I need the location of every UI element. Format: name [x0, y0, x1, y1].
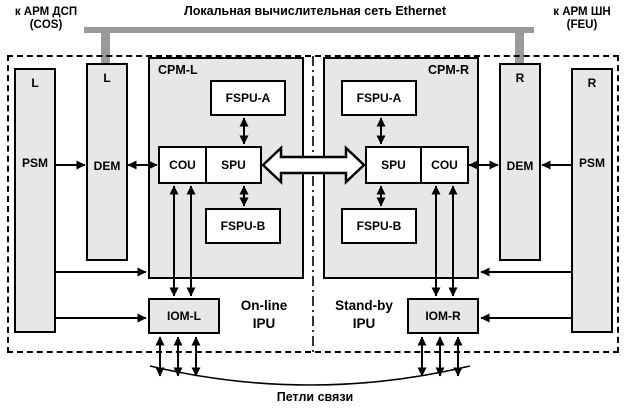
right-terminal-label: к АРМ ШН (FEU)	[541, 6, 623, 32]
psm-right-box: R PSM	[571, 68, 613, 333]
right-terminal-line2: (FEU)	[566, 19, 598, 31]
ethernet-drop-left	[101, 27, 110, 65]
iom-right-box: IOM-R	[407, 298, 479, 334]
psm-left-label: PSM	[21, 156, 48, 170]
standby-ipu-caption: Stand-by IPU	[323, 297, 405, 333]
online-ipu-caption-line1: On-line	[240, 298, 288, 313]
loops-label: Петли связи	[276, 390, 354, 404]
online-ipu-caption-line2: IPU	[252, 316, 276, 331]
left-terminal-line2: (COS)	[29, 19, 63, 31]
standby-ipu-caption-line2: IPU	[352, 316, 376, 331]
psm-left-box: L PSM	[14, 68, 56, 333]
dem-left-channel: L	[103, 71, 111, 85]
fspu-a-right-box: FSPU-A	[341, 80, 417, 116]
cpm-left-box: CPM-L FSPU-A COU SPU FSPU-B	[148, 57, 304, 279]
iom-left-box: IOM-L	[148, 298, 220, 334]
dem-right-label: DEM	[506, 159, 534, 173]
right-terminal-line1: к АРМ ШН	[553, 6, 611, 18]
dem-right-channel: R	[515, 71, 525, 85]
psm-right-label: PSM	[578, 156, 605, 170]
fspu-b-left-box: FSPU-B	[205, 208, 281, 244]
left-terminal-line1: к АРМ ДСП	[14, 6, 78, 18]
standby-ipu-caption-line1: Stand-by	[335, 298, 393, 313]
cpm-right-box: CPM-R FSPU-A SPU COU FSPU-B	[323, 57, 479, 279]
dem-right-box: R DEM	[499, 63, 541, 261]
loops-brace	[149, 365, 471, 386]
cou-left-box: COU	[158, 146, 207, 184]
dem-left-box: L DEM	[86, 63, 128, 261]
left-terminal-label: к АРМ ДСП (COS)	[6, 6, 86, 32]
fspu-b-right-box: FSPU-B	[341, 208, 417, 244]
ethernet-title: Локальная вычислительная сеть Ethernet	[183, 4, 447, 18]
cpm-left-title: CPM-L	[158, 63, 198, 77]
cou-right-box: COU	[420, 146, 469, 184]
dem-left-label: DEM	[93, 159, 121, 173]
spu-right-box: SPU	[365, 146, 422, 184]
psm-right-channel: R	[587, 76, 597, 90]
spu-left-box: SPU	[205, 146, 262, 184]
cpm-right-title: CPM-R	[428, 63, 469, 77]
fspu-a-left-box: FSPU-A	[210, 80, 286, 116]
psm-left-channel: L	[31, 76, 39, 90]
online-ipu-caption: On-line IPU	[224, 297, 304, 333]
ethernet-bus	[84, 27, 534, 33]
ethernet-drop-right	[515, 27, 524, 65]
